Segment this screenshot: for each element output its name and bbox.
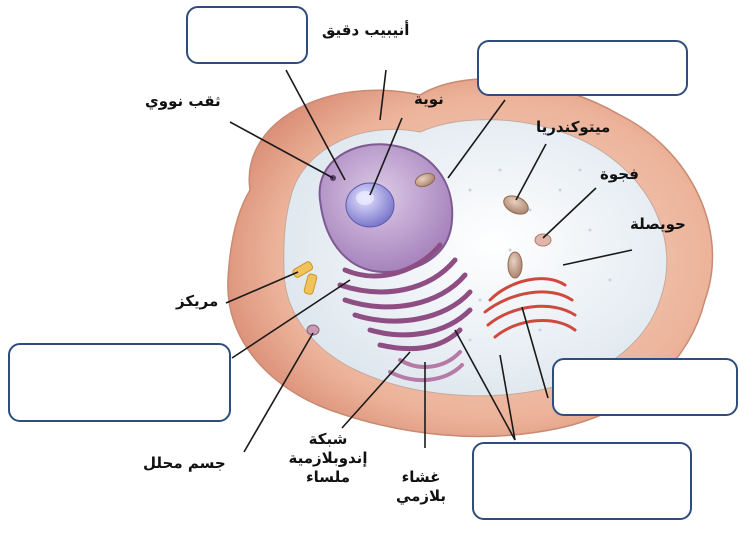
label-vacuole: فجوة bbox=[600, 165, 639, 184]
label-centriole: مريكز bbox=[176, 292, 218, 311]
answer-box-left[interactable] bbox=[8, 343, 231, 422]
label-smooth-er-line2: إندوبلازمية bbox=[278, 449, 378, 468]
label-vesicle: حويصلة bbox=[630, 215, 686, 234]
answer-box-bottom-right[interactable] bbox=[472, 442, 692, 520]
label-microtubule: أنيبيب دقيق bbox=[322, 21, 409, 40]
label-lysosome: جسم محلل bbox=[143, 454, 226, 473]
label-nucleolus: نوية bbox=[414, 90, 444, 109]
label-plasma-membrane: غشاء بلازمي bbox=[386, 468, 456, 506]
answer-box-right[interactable] bbox=[552, 358, 738, 416]
label-smooth-er-line1: شبكة bbox=[278, 430, 378, 449]
label-nuclear-pore: ثقب نووي bbox=[145, 92, 221, 111]
nucleolus-shape bbox=[346, 183, 394, 227]
label-plasma-membrane-line2: بلازمي bbox=[386, 487, 456, 506]
answer-box-top[interactable] bbox=[186, 6, 308, 64]
label-plasma-membrane-line1: غشاء bbox=[386, 468, 456, 487]
label-mitochondria: ميتوكندريا bbox=[536, 118, 610, 137]
answer-box-top-right[interactable] bbox=[477, 40, 688, 96]
vacuole-shape bbox=[535, 234, 551, 246]
label-smooth-er-line3: ملساء bbox=[278, 468, 378, 487]
label-smooth-er: شبكة إندوبلازمية ملساء bbox=[278, 430, 378, 486]
